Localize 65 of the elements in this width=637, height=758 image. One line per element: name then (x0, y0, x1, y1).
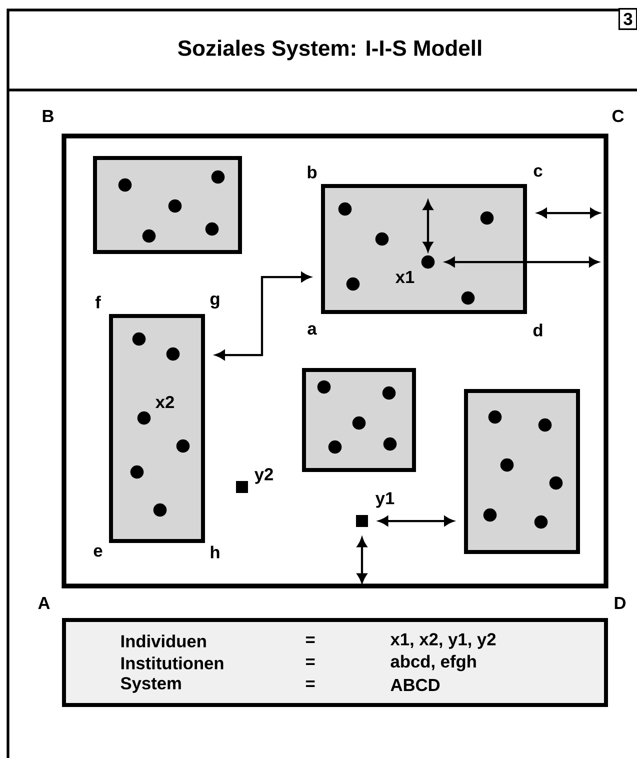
dot (461, 291, 475, 305)
institution-box (321, 184, 527, 314)
individual-label: x1 (395, 271, 414, 283)
corner-letter: A (38, 597, 50, 609)
corner-letter: c (534, 167, 542, 177)
corner-letter: B (42, 110, 54, 122)
dot (483, 508, 497, 522)
institution-box (302, 368, 416, 472)
dot (488, 410, 502, 424)
dot (130, 465, 144, 479)
institution-box (109, 314, 205, 543)
dot (118, 178, 132, 192)
individual-label: y2 (254, 468, 273, 484)
key-text: = (306, 636, 315, 644)
key-text: abcd, efgh (390, 654, 476, 672)
individual-label: x2 (155, 396, 174, 408)
corner-letter: b (308, 166, 317, 178)
dot (375, 232, 389, 246)
arrow (357, 538, 367, 583)
dot (153, 503, 167, 517)
key-text: Institutionen (121, 656, 224, 670)
dot (211, 170, 225, 184)
arrow (378, 516, 454, 526)
individual-label: y1 (375, 492, 394, 508)
dot (346, 277, 360, 291)
arrow (537, 208, 600, 218)
dot (338, 202, 352, 216)
dot (534, 515, 548, 529)
dot (176, 439, 190, 453)
key-text: System (120, 677, 181, 693)
dot (538, 418, 552, 432)
corner-letter: e (94, 547, 102, 557)
dot (168, 199, 182, 213)
corner-letter: g (210, 296, 220, 309)
arrow (445, 257, 599, 267)
corner-letter: D (614, 597, 626, 609)
dot (549, 476, 563, 490)
dot (328, 440, 342, 454)
dot (317, 380, 331, 394)
title: Soziales System: I-I-S Modell (178, 40, 482, 60)
corner-letter: d (533, 324, 542, 336)
dot (382, 386, 396, 400)
institution-box (93, 156, 242, 254)
key-text: x1, x2, y1, y2 (390, 633, 496, 649)
corner-letter: h (210, 546, 220, 558)
dot (352, 416, 366, 430)
dot (166, 347, 180, 361)
key-text: = (306, 680, 315, 688)
corner-letter: a (308, 325, 317, 335)
corner-letter: C (612, 110, 624, 122)
dot (142, 229, 156, 243)
institution-box (464, 389, 580, 554)
key-panel (62, 618, 608, 707)
arrow (423, 200, 433, 252)
dot (205, 222, 219, 236)
key-text: Individuen (121, 634, 206, 648)
dot (480, 211, 494, 225)
page-number: 3 (618, 8, 637, 30)
dot (500, 458, 514, 472)
key-text: ABCD (390, 678, 440, 692)
dot (383, 437, 397, 451)
key-text: = (306, 658, 315, 666)
dot (132, 332, 146, 346)
arrow (215, 272, 311, 360)
corner-letter: f (95, 296, 101, 308)
